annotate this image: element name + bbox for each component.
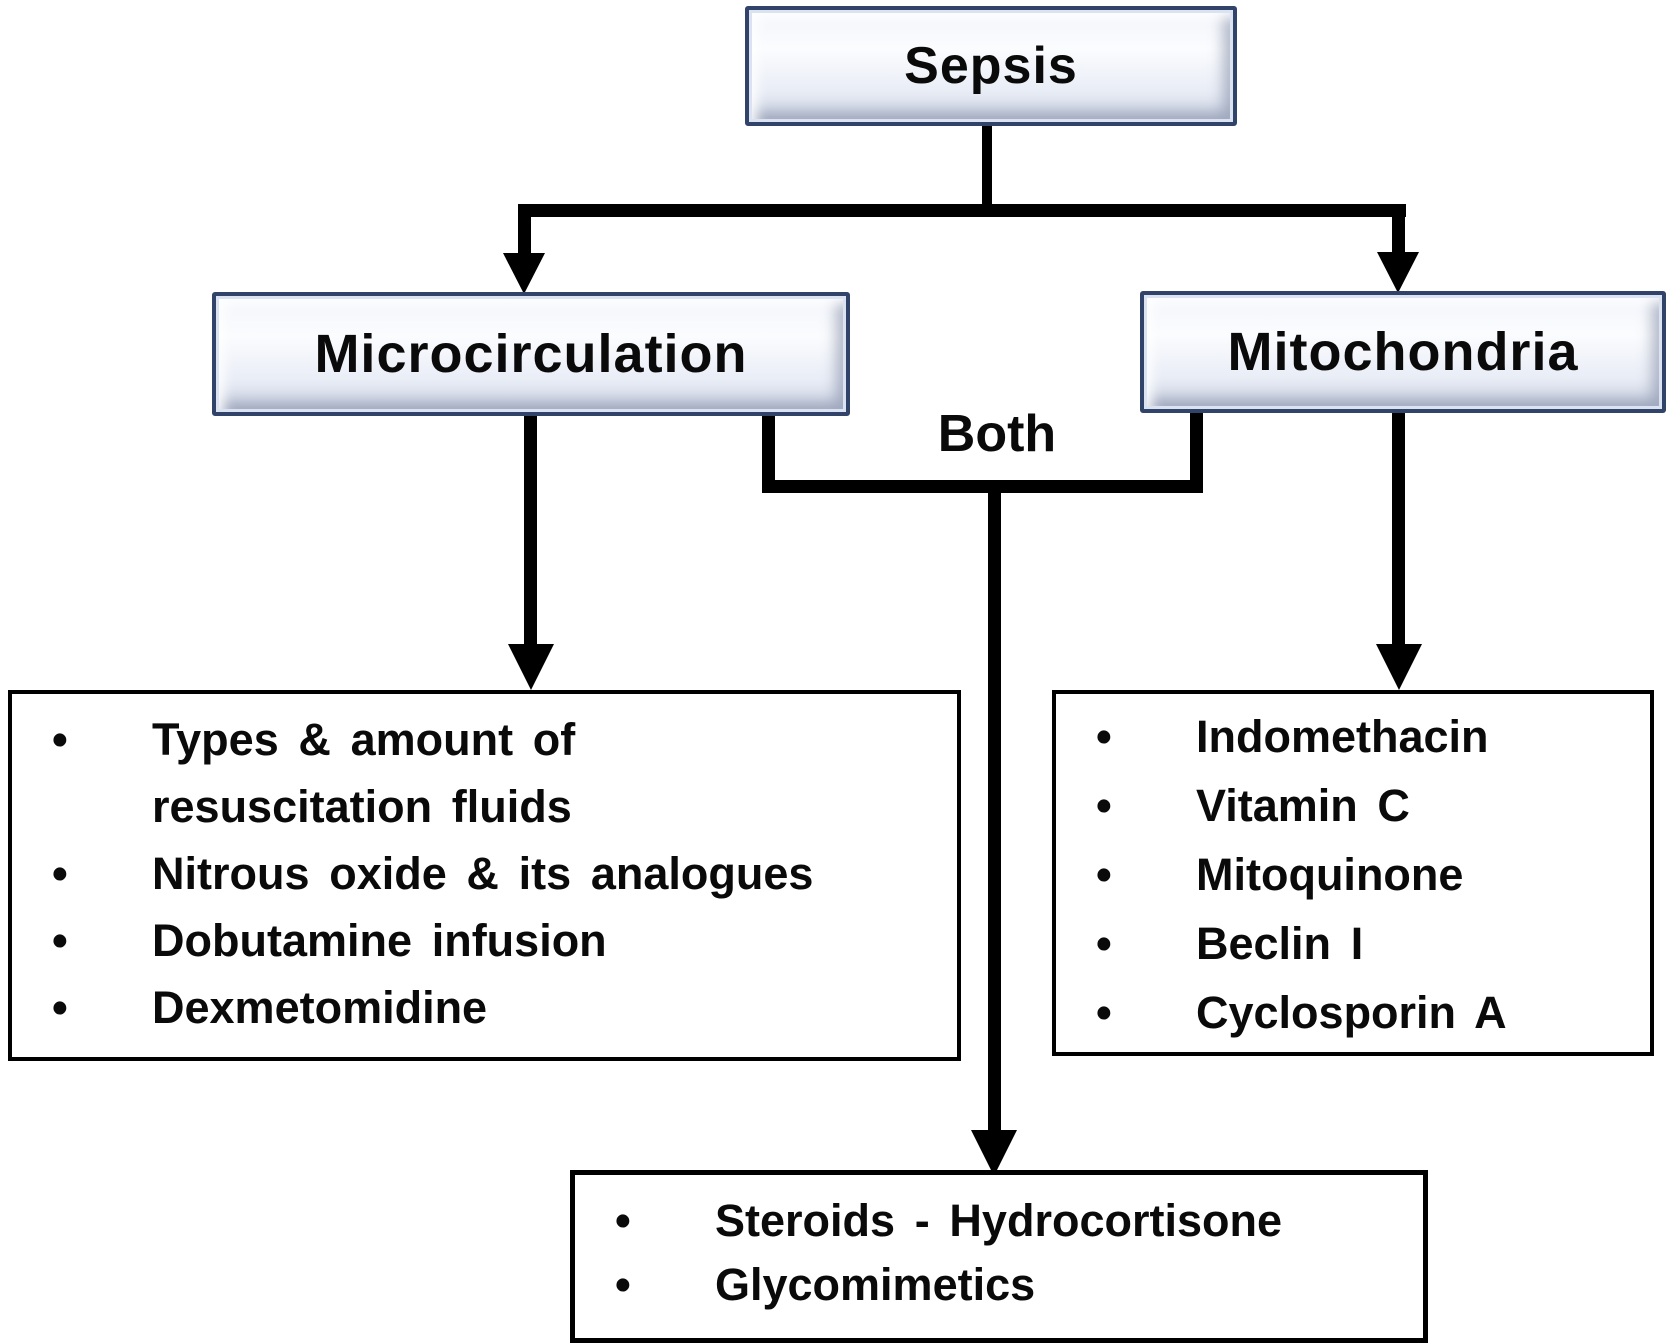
arrowhead-into-mitochondria bbox=[1377, 252, 1419, 293]
both-list: • Steroids - Hydrocortisone • Glycomimetics bbox=[575, 1175, 1423, 1317]
bullet-icon: • bbox=[52, 915, 68, 966]
list-item: • Mitoquinone bbox=[1056, 840, 1650, 909]
list-item-text: Steroids - Hydrocortisone bbox=[715, 1195, 1282, 1246]
list-item-text: Mitoquinone bbox=[1196, 849, 1464, 900]
arrowhead-into-microcirculation-list bbox=[508, 644, 554, 690]
connector-microcirculation-down bbox=[524, 406, 537, 648]
list-item-text: Cyclosporin A bbox=[1196, 987, 1507, 1038]
bullet-icon: • bbox=[615, 1195, 631, 1246]
both-list-box: • Steroids - Hydrocortisone • Glycomimetics bbox=[570, 1170, 1428, 1343]
mitochondria-list-box: • Indomethacin • Vitamin C • Mitoquinone • Becl… bbox=[1052, 690, 1654, 1056]
sepsis-node: Sepsis bbox=[745, 6, 1237, 126]
sepsis-node-label: Sepsis bbox=[904, 37, 1078, 95]
bullet-icon: • bbox=[52, 982, 68, 1033]
bullet-icon: • bbox=[615, 1259, 631, 1310]
arrowhead-into-both-box bbox=[971, 1130, 1017, 1176]
connector-right-branch-shaft bbox=[1392, 204, 1405, 256]
list-item: • Beclin I bbox=[1056, 909, 1650, 978]
bullet-icon: • bbox=[1096, 711, 1112, 762]
list-item: • Nitrous oxide & its analogues bbox=[12, 840, 957, 907]
both-label-text: Both bbox=[937, 405, 1057, 463]
list-item: • Steroids - Hydrocortisone bbox=[575, 1189, 1423, 1253]
list-item: • Glycomimetics bbox=[575, 1253, 1423, 1317]
arrowhead-into-mitochondria-list bbox=[1376, 644, 1422, 690]
connector-mitochondria-down bbox=[1392, 403, 1405, 648]
list-item-text: Nitrous oxide & its analogues bbox=[152, 848, 814, 899]
mitochondria-node-label: Mitochondria bbox=[1227, 322, 1579, 382]
bullet-icon: • bbox=[52, 714, 68, 765]
connector-both-left-vertical bbox=[762, 406, 775, 493]
connector-both-bar bbox=[762, 480, 1203, 493]
list-item-text: Glycomimetics bbox=[715, 1259, 1036, 1310]
list-item: • Indomethacin bbox=[1056, 702, 1650, 771]
bullet-icon: • bbox=[1096, 849, 1112, 900]
list-item: • Dobutamine infusion bbox=[12, 907, 957, 974]
mitochondria-node: Mitochondria bbox=[1140, 291, 1666, 413]
bullet-icon: • bbox=[1096, 987, 1112, 1038]
connector-both-right-vertical bbox=[1190, 403, 1203, 493]
bullet-icon: • bbox=[1096, 780, 1112, 831]
both-label: Both bbox=[897, 405, 1097, 463]
connector-top-bar bbox=[518, 204, 1406, 217]
microcirculation-node: Microcirculation bbox=[212, 292, 850, 416]
connector-left-branch-shaft bbox=[518, 204, 531, 256]
list-item: • Types & amount of resuscitation fluids bbox=[12, 706, 957, 840]
bullet-icon: • bbox=[52, 848, 68, 899]
list-item: • Cyclosporin A bbox=[1056, 978, 1650, 1047]
list-item-text: Indomethacin bbox=[1196, 711, 1489, 762]
connector-sepsis-stem bbox=[982, 116, 992, 208]
connector-both-stem bbox=[988, 490, 1001, 1132]
mitochondria-list: • Indomethacin • Vitamin C • Mitoquinone • Becl… bbox=[1056, 694, 1650, 1047]
arrowhead-into-microcirculation bbox=[503, 253, 545, 294]
list-item-text: Vitamin C bbox=[1196, 780, 1410, 831]
list-item: • Dexmetomidine bbox=[12, 974, 957, 1041]
list-item-text: Beclin I bbox=[1196, 918, 1364, 969]
list-item-text: Dexmetomidine bbox=[152, 982, 488, 1033]
bullet-icon: • bbox=[1096, 918, 1112, 969]
microcirculation-list: •Types & amount of resuscitation fluids•… bbox=[12, 694, 957, 1041]
microcirculation-list-box: •Types & amount of resuscitation fluids•… bbox=[8, 690, 961, 1061]
list-item-text: Types & amount of resuscitation fluids bbox=[152, 714, 576, 832]
list-item: • Vitamin C bbox=[1056, 771, 1650, 840]
list-item-text: Dobutamine infusion bbox=[152, 915, 607, 966]
microcirculation-node-label: Microcirculation bbox=[314, 324, 748, 384]
